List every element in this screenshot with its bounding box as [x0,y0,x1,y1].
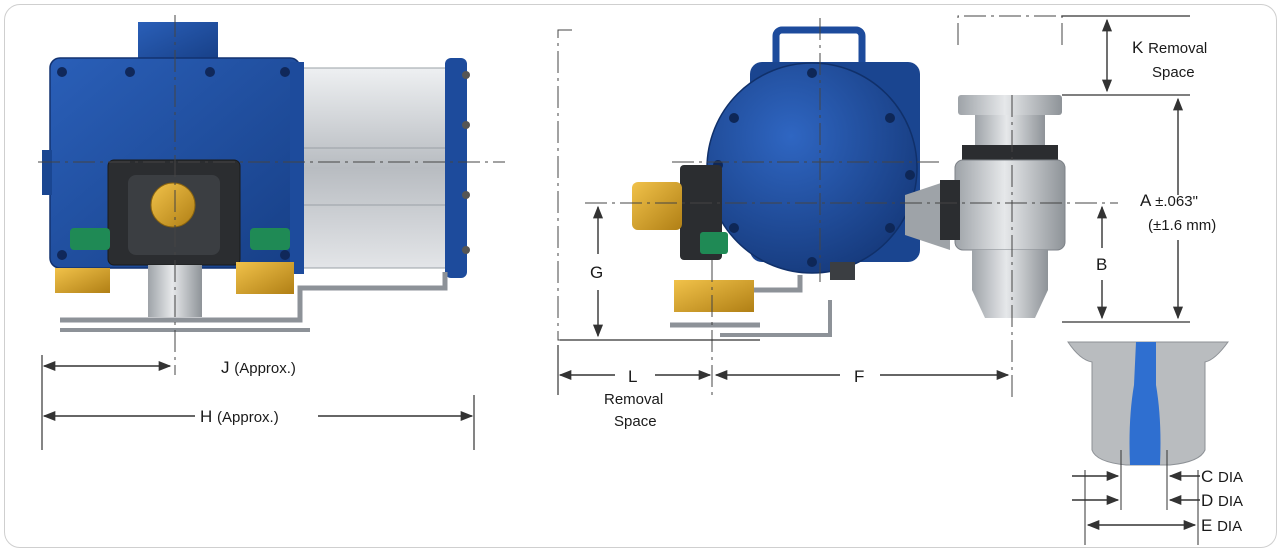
b-letter: B [1096,255,1107,274]
k-letter: K [1132,38,1144,57]
d-letter: D [1201,491,1213,510]
svg-text:E DIA: E DIA [1201,516,1242,535]
l-letter: L [628,367,637,386]
j-letter: J [221,358,230,377]
c-letter: C [1201,467,1213,486]
svg-text:A ±.063": A ±.063" [1140,191,1198,210]
diagram-frame [4,4,1277,548]
actuator-round-housing [706,62,918,274]
g-letter: G [590,263,603,282]
dimension-b: B [1096,205,1107,320]
dimension-a: A ±.063" (±1.6 mm) [1062,97,1216,323]
svg-text:K Removal: K Removal [1132,38,1207,57]
bore-detail [1067,341,1229,545]
d-note: DIA [1218,493,1243,510]
k-note-1: Removal [1148,40,1207,57]
e-letter: E [1201,516,1212,535]
j-note: (Approx.) [234,360,296,377]
e-note: DIA [1217,518,1242,535]
svg-text:C DIA: C DIA [1201,467,1243,486]
a-tolerance-mm: (±1.6 mm) [1148,217,1216,234]
actuator-side-view [42,22,470,332]
dimension-h: H (Approx.) [42,407,474,426]
l-note-2: Space [614,413,657,430]
dimension-c: C DIA [1072,467,1243,486]
dimension-d: D DIA [1072,491,1243,510]
svg-text:H (Approx.): H (Approx.) [200,407,279,426]
pneumatic-cylinder [297,67,449,269]
h-letter: H [200,407,212,426]
svg-text:D DIA: D DIA [1201,491,1243,510]
valve-top-flange [958,95,1062,115]
f-letter: F [854,367,864,386]
valve-body [954,159,1066,251]
left-centerlines [38,15,505,375]
k-note-2: Space [1152,64,1195,81]
dimension-f: F [714,367,1010,386]
dimension-g: G [560,205,760,341]
dimension-e: E DIA [1086,516,1242,535]
l-note-1: Removal [604,391,663,408]
a-tolerance: ±.063" [1155,193,1198,210]
h-note: (Approx.) [217,409,279,426]
actuator-front-view [632,26,1066,337]
c-note: DIA [1218,469,1243,486]
dimension-l: L Removal Space [557,345,712,430]
dimension-k: K Removal Space [957,15,1207,96]
a-letter: A [1140,191,1152,210]
dimension-j: J (Approx.) [41,355,475,450]
svg-text:J (Approx.): J (Approx.) [221,358,296,377]
